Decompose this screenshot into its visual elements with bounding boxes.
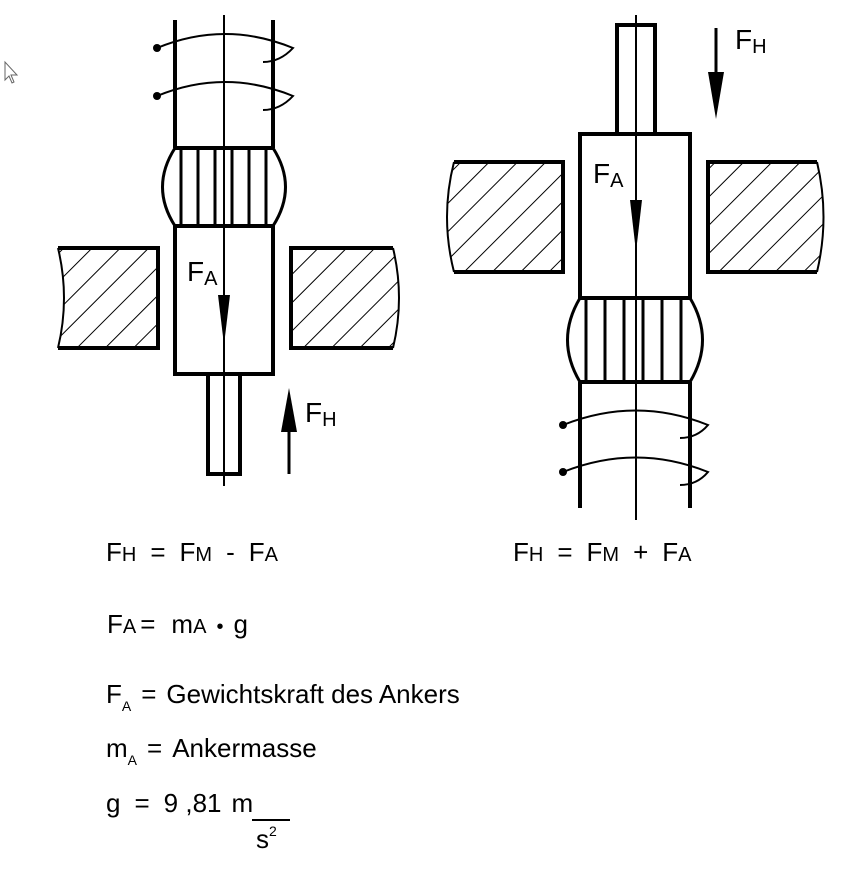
left-fh-arrow bbox=[281, 388, 297, 474]
legend-ma: mA=Ankermasse bbox=[106, 733, 317, 768]
right-coil-windings bbox=[562, 409, 710, 486]
equation-right: FH=FM+FA bbox=[513, 537, 692, 567]
left-coil-windings bbox=[156, 33, 295, 111]
legend-fa: FA=Gewichtskraft des Ankers bbox=[106, 679, 460, 714]
right-fh-label: FH bbox=[735, 24, 767, 58]
legend-g-denominator: s2 bbox=[256, 823, 277, 854]
right-housing-left bbox=[446, 160, 565, 274]
left-housing-right bbox=[289, 246, 400, 350]
left-fa-label: FA bbox=[187, 256, 218, 290]
left-solenoid bbox=[57, 15, 400, 486]
equation-weight: FA=mA•g bbox=[107, 609, 248, 639]
right-fa-label: FA bbox=[593, 158, 624, 192]
right-housing-right bbox=[706, 160, 825, 274]
left-fh-label: FH bbox=[305, 397, 337, 431]
right-fh-arrow bbox=[708, 28, 724, 119]
cursor-icon bbox=[4, 60, 19, 84]
left-housing-left bbox=[57, 246, 160, 350]
equation-left: FH=FM-FA bbox=[106, 537, 279, 567]
left-fa-arrow bbox=[218, 295, 230, 345]
left-spring bbox=[161, 146, 287, 228]
right-fa-arrow bbox=[630, 200, 642, 252]
right-solenoid bbox=[446, 15, 825, 520]
